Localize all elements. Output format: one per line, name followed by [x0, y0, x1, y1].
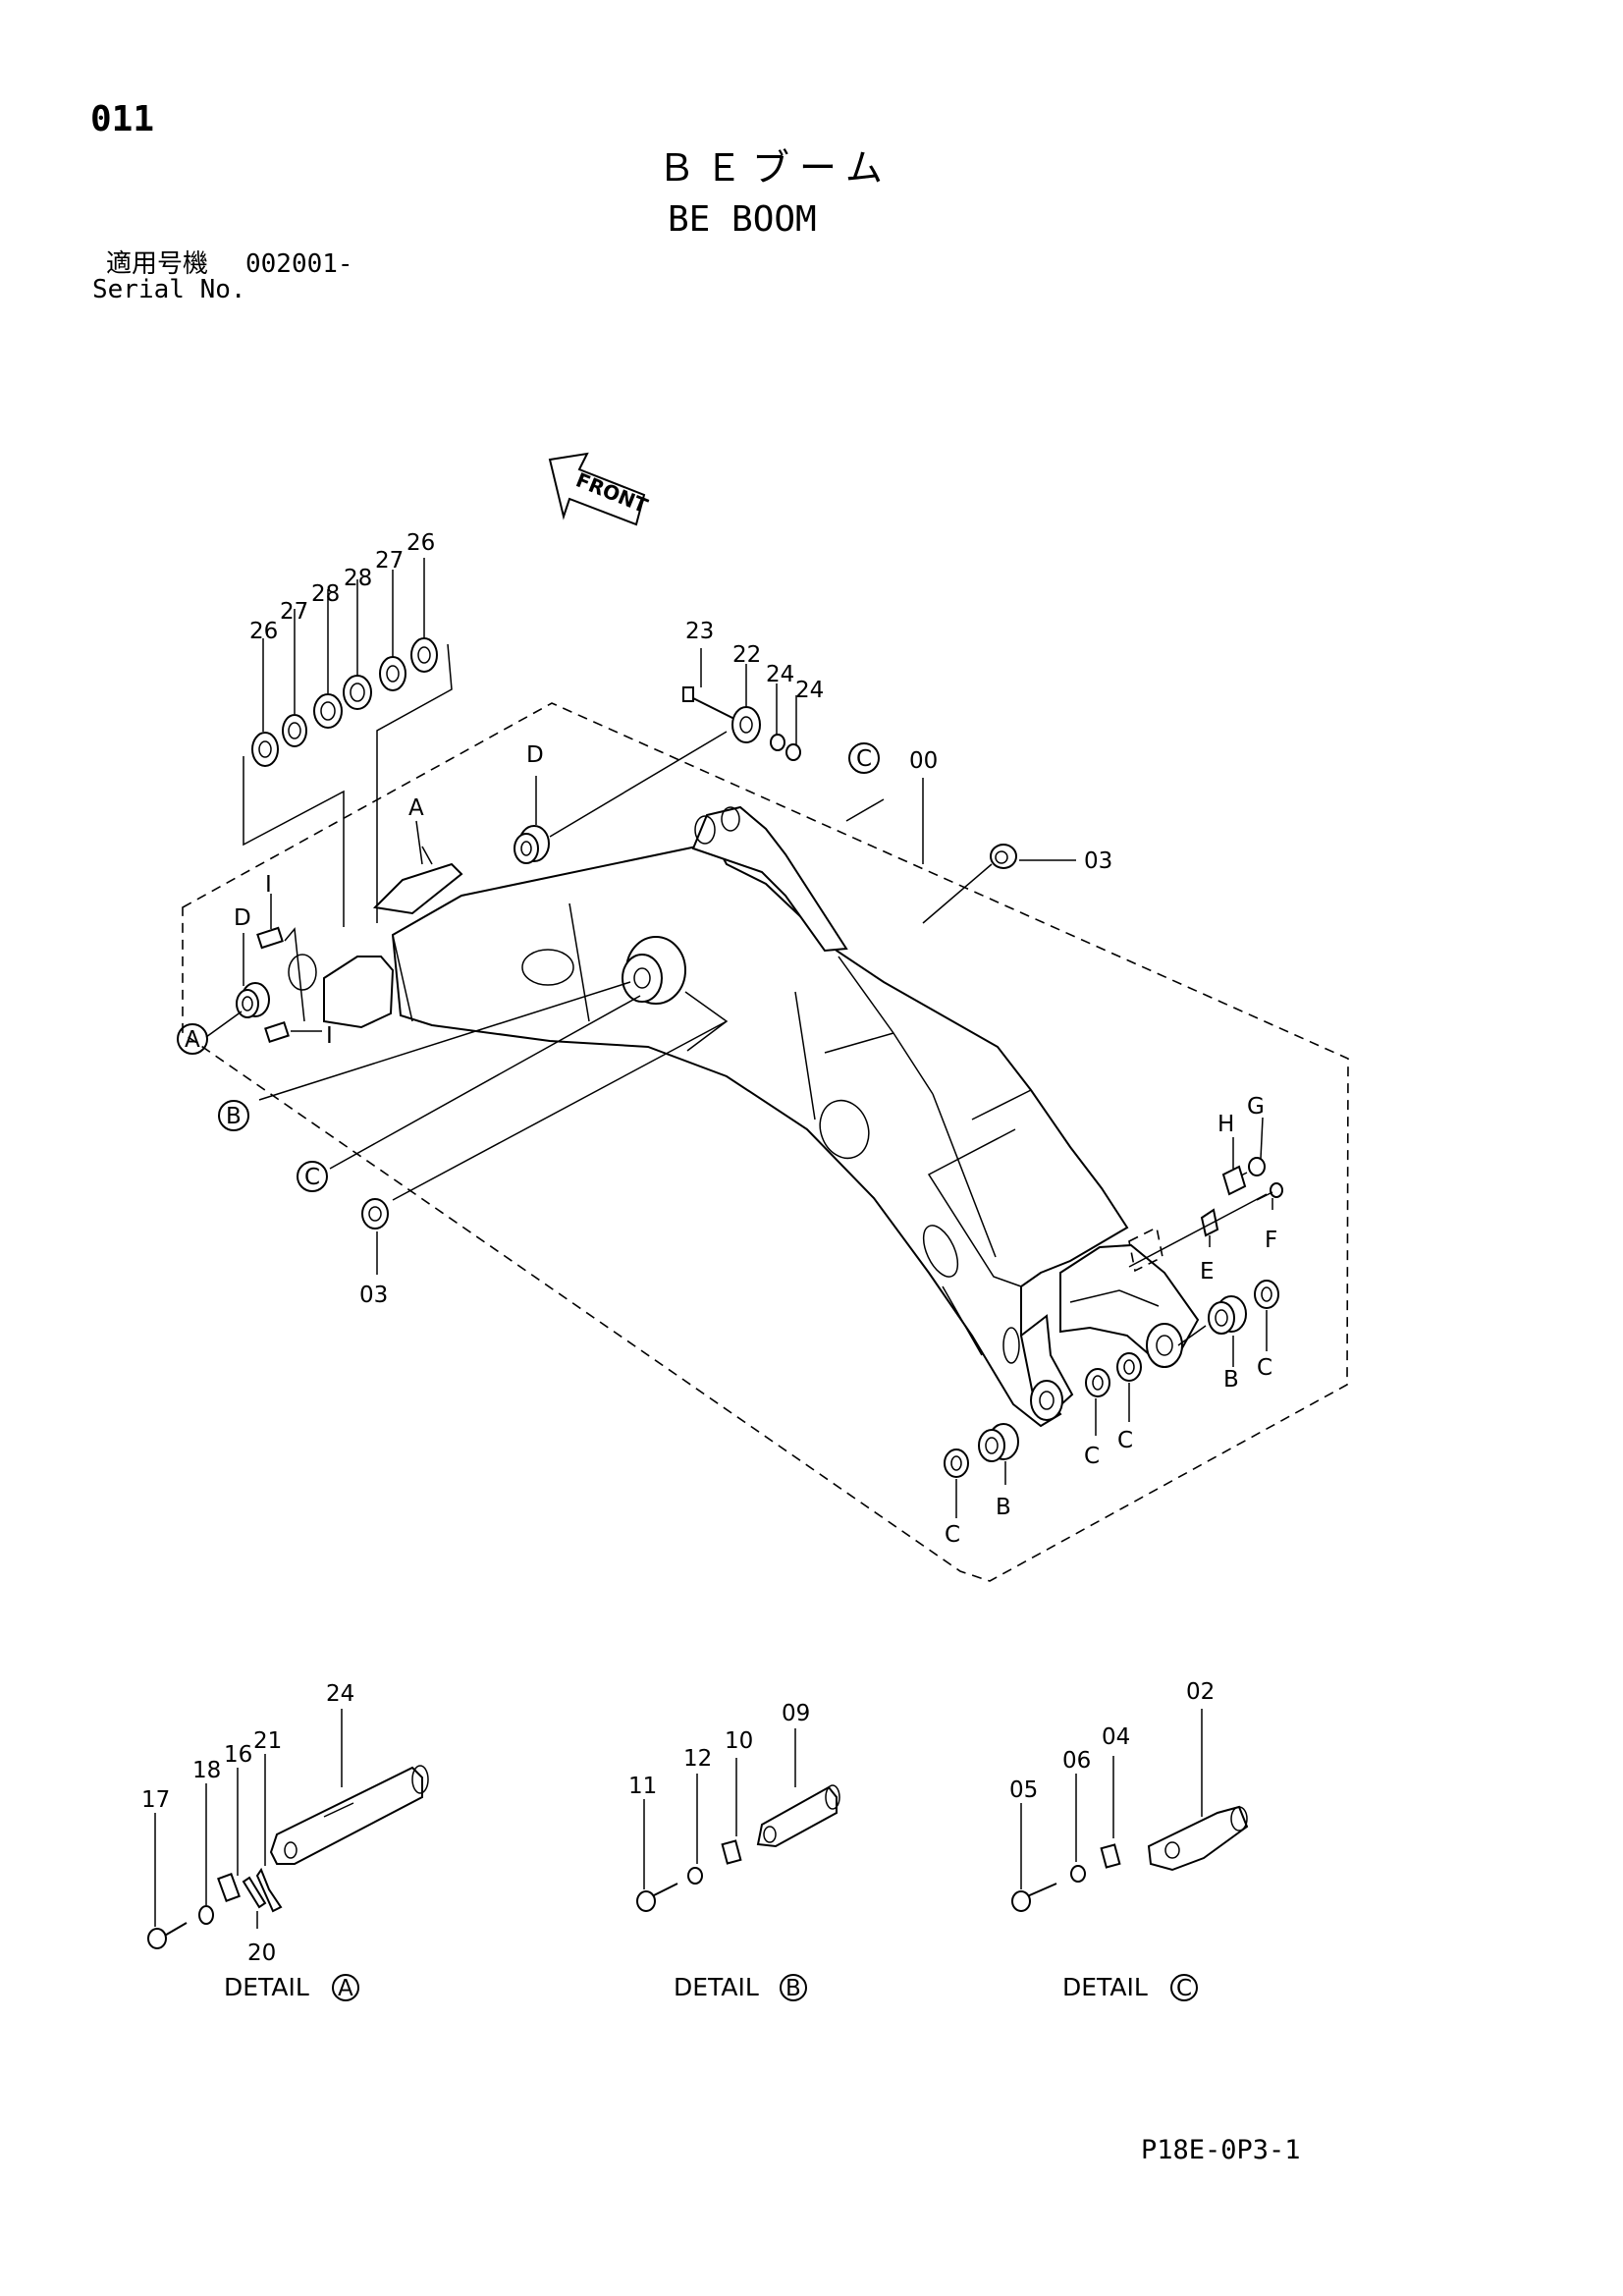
detail-a-label: DETAIL [224, 1973, 309, 2001]
detail-b-label: DETAIL [674, 1973, 759, 2001]
svg-text:C: C [856, 746, 872, 772]
callout-03: 03 [1084, 848, 1112, 874]
svg-text:C: C [304, 1165, 320, 1190]
callout-c: C [1117, 1428, 1133, 1453]
callout-d: D [234, 905, 251, 931]
callout-26: 26 [249, 619, 278, 644]
serial-value: 002001- [245, 249, 353, 279]
callout-24: 24 [766, 662, 794, 687]
callout-e: E [1200, 1259, 1215, 1285]
detail-c-part-04: 04 [1102, 1724, 1130, 1750]
detail-a-part-18: 18 [192, 1758, 221, 1783]
title-english: BE BOOM [668, 199, 817, 240]
callout-c: C [1257, 1355, 1272, 1381]
bushing-03-upper [990, 844, 1076, 869]
callout-26: 26 [406, 530, 435, 556]
detail-a: 24 21 16 18 17 20 DETAIL A [141, 1681, 429, 2001]
circle-ref-b: B [218, 1100, 249, 1131]
page-number: 011 [90, 99, 155, 139]
front-direction-arrow: FRONT [548, 452, 651, 526]
detail-a-part-21: 21 [253, 1728, 282, 1754]
callout-a: A [408, 795, 424, 821]
circle-ref-c: C [848, 742, 880, 774]
callout-28: 28 [311, 581, 340, 607]
callout-c: C [945, 1522, 960, 1548]
callout-28: 28 [344, 566, 372, 591]
svg-text:A: A [185, 1027, 200, 1053]
callout-27: 27 [375, 548, 404, 574]
boom-body [284, 805, 1200, 1428]
detail-c-part-06: 06 [1062, 1748, 1091, 1774]
detail-a-part-20: 20 [247, 1941, 276, 1966]
left-bushing-assembly [205, 894, 322, 1044]
detail-b-part-09: 09 [782, 1701, 810, 1726]
right-hardware [1128, 1117, 1283, 1273]
detail-c-part-02: 02 [1186, 1679, 1215, 1705]
bushing-03-lower [361, 1198, 389, 1275]
upper-pin-set [549, 648, 801, 838]
callout-22: 22 [732, 642, 761, 668]
detail-c-part-05: 05 [1009, 1777, 1038, 1803]
detail-b-ref: B [785, 1976, 801, 2001]
callout-24: 24 [795, 678, 824, 703]
serial-label-japanese: 適用号機 [106, 249, 209, 279]
callout-23: 23 [685, 619, 714, 644]
callout-i: I [265, 872, 272, 898]
callout-c: C [1084, 1444, 1100, 1469]
washer-stack [243, 558, 453, 927]
serial-label-english: Serial No. [92, 275, 246, 304]
title-japanese: ＢＥブーム [658, 146, 893, 190]
detail-a-ref: A [338, 1976, 353, 2001]
detail-a-part-17: 17 [141, 1787, 170, 1813]
detail-c: 02 04 06 05 DETAIL C [1009, 1679, 1249, 2001]
callout-d: D [526, 742, 544, 768]
callout-f: F [1265, 1228, 1277, 1253]
callout-00: 00 [909, 748, 938, 774]
detail-b-part-11: 11 [628, 1774, 657, 1799]
callout-27: 27 [280, 599, 308, 625]
circle-ref-a: A [177, 1023, 208, 1055]
detail-b-part-12: 12 [683, 1746, 712, 1772]
callout-b: B [1223, 1367, 1239, 1393]
front-label: FRONT [572, 467, 651, 518]
detail-b-part-10: 10 [725, 1728, 753, 1754]
detail-c-ref: C [1176, 1976, 1192, 2001]
detail-b: 09 10 12 11 DETAIL B [628, 1701, 840, 2001]
circle-ref-c: C [297, 1161, 328, 1192]
callout-i: I [326, 1023, 333, 1049]
detail-a-part-16: 16 [224, 1742, 252, 1768]
svg-text:B: B [226, 1104, 242, 1129]
callout-b: B [996, 1495, 1011, 1520]
right-bushings [944, 1280, 1279, 1518]
callout-03: 03 [359, 1283, 388, 1308]
bushing-d-upper [514, 776, 550, 864]
callout-g: G [1247, 1094, 1265, 1120]
footer-code: P18E-0P3-1 [1141, 2135, 1301, 2165]
detail-c-label: DETAIL [1062, 1973, 1148, 2001]
detail-a-part-24: 24 [326, 1681, 354, 1707]
assembly-boundary [182, 702, 1349, 1582]
callout-h: H [1217, 1112, 1234, 1137]
